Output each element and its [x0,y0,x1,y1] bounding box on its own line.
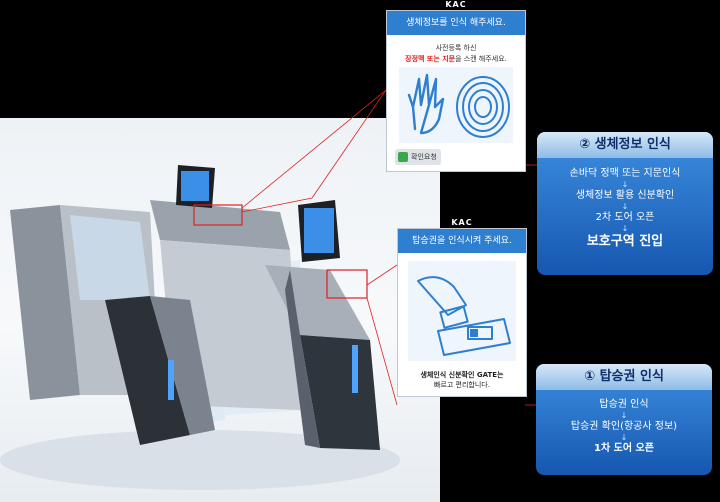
cabinet-front-left [105,296,190,445]
cabinet-right-edge [285,270,320,448]
kiosk-back-screen [181,171,209,201]
biometric-connector [241,89,387,213]
footer-bold: 생체인식 신분확인 GATE는 [420,371,504,379]
kiosk-front-screen [304,208,334,253]
process-step: 1차 도어 오픈 [594,443,654,454]
notice-line: 사전등록 하신 [435,44,477,52]
ticket-reader-highlight [326,269,368,299]
process-step: 손바닥 정맥 또는 지문인식 [569,168,681,179]
ticket-scan-icon [408,261,516,361]
biometric-process-box: ② 생체정보 인식 손바닥 정맥 또는 지문인식 ↓ 생체정보 활용 신분확인 … [537,132,713,275]
down-arrow-icon: ↓ [620,433,628,442]
confirm-request-button[interactable]: 확인요청 [395,149,441,165]
process-title: ② 생체정보 인식 [537,132,713,158]
down-arrow-icon: ↓ [620,411,628,420]
biometric-scanner-highlight [193,204,243,226]
process-title: ① 탑승권 인식 [536,364,712,390]
guide-light-right [352,345,358,393]
process-step: 생체정보 활용 신분확인 [575,190,675,201]
ticket-process-box: ① 탑승권 인식 탑승권 인식 ↓ 탑승권 확인(항공사 정보) ↓ 1차 도어… [536,364,712,475]
ticket-screen: KAC 탑승권을 인식시켜 주세요. 생체인식 신분확인 GATE는 빠르고 편… [397,218,527,397]
footer-text: 빠르고 편리합니다. [434,381,490,389]
brand-logo: KAC [445,0,467,9]
screen-header: 탑승권을 인식시켜 주세요. [398,229,526,253]
down-arrow-icon: ↓ [621,180,629,189]
process-final: 보호구역 진입 [586,234,664,249]
cabinet-front-left-side [150,296,215,435]
down-arrow-icon: ↓ [621,202,629,211]
notice-highlight: 장정맥 또는 지문 [405,55,456,63]
confirm-label: 확인요청 [411,153,437,161]
glass-panel-back [70,215,150,300]
phone-icon [398,152,408,162]
down-arrow-icon: ↓ [621,224,629,233]
screen-notice: 사전등록 하신 장정맥 또는 지문을 스캔 해주세요. [387,35,525,65]
cabinet-right [300,335,380,450]
screen-header: 생체정보를 인식 해주세요. [387,11,525,35]
floor-shadow [0,430,400,490]
process-step: 2차 도어 오픈 [595,212,655,223]
ticket-connector [366,264,398,286]
biometric-screen: KAC 생체정보를 인식 해주세요. 사전등록 하신 장정맥 또는 지문을 스캔… [386,0,526,172]
notice-tail: 을 스캔 해주세요. [455,55,507,63]
process-step: 탑승권 인식 [599,399,649,410]
process-step: 탑승권 확인(항공사 정보) [570,421,678,432]
cabinet-back-left [10,205,80,400]
brand-logo: KAC [451,218,473,227]
guide-light-left [168,360,174,400]
hand-fingerprint-icon [399,67,513,143]
screen-footer: 생체인식 신분확인 GATE는 빠르고 편리합니다. [398,370,526,390]
